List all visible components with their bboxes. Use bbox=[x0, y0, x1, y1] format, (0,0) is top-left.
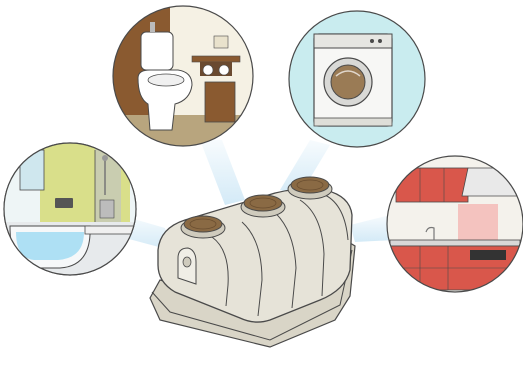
manhole-1 bbox=[180, 215, 226, 239]
washing-machine-icon bbox=[313, 33, 393, 127]
septic-tank bbox=[149, 176, 356, 348]
kitchen-icon bbox=[387, 156, 523, 292]
bathtub-icon bbox=[4, 143, 136, 275]
bathroom-scene bbox=[3, 142, 137, 276]
toilet-scene bbox=[112, 5, 254, 147]
manhole-2 bbox=[240, 194, 286, 218]
laundry-scene bbox=[288, 10, 426, 148]
toilet-icon bbox=[113, 6, 253, 146]
manhole-3 bbox=[287, 176, 333, 200]
kitchen-scene bbox=[386, 155, 523, 293]
